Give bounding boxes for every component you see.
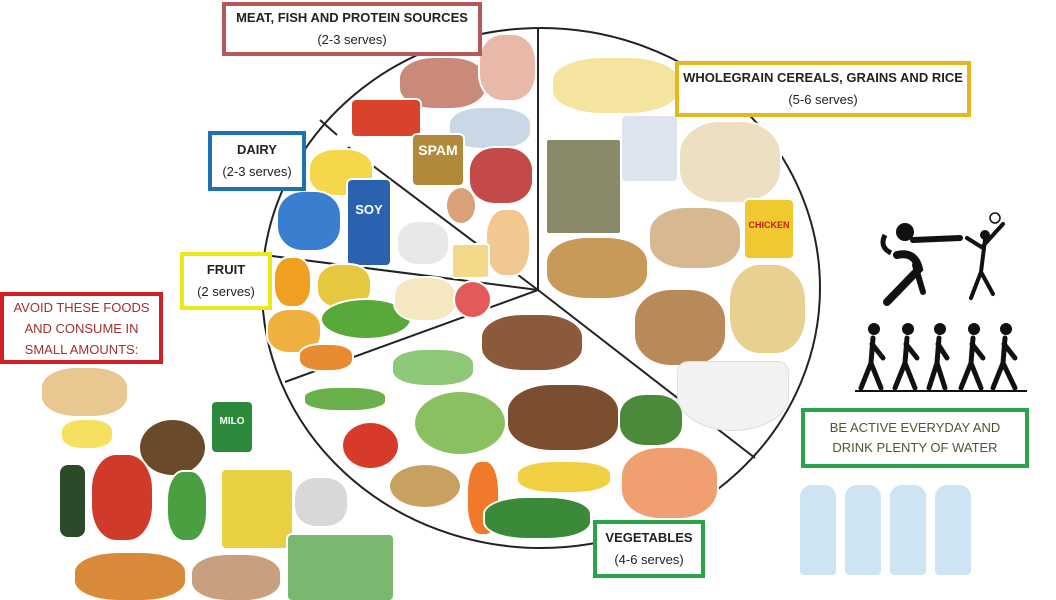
apple-image (455, 282, 490, 317)
grains-serves: (5-6 serves) (788, 92, 858, 107)
papaya-image (300, 345, 352, 370)
vegetables-title: VEGETABLES (605, 530, 693, 545)
coconut-cream-cans-image (288, 535, 393, 600)
taro-image (482, 315, 582, 370)
spinach-image (485, 498, 590, 538)
sugar-image (295, 478, 347, 526)
spam-can-image: SPAM (413, 135, 463, 185)
cake-image (42, 368, 127, 416)
soy-milk-image: SOY (348, 180, 390, 265)
avoid-foods-box: AVOID THESE FOODS AND CONSUME IN SMALL A… (0, 292, 163, 364)
divider-dairy-fruit (271, 255, 539, 291)
brown-sugar-image (192, 555, 280, 600)
vegetables-label-box: VEGETABLES (4-6 serves) (593, 520, 705, 578)
oats-image (680, 122, 780, 202)
butter-image (62, 420, 112, 448)
meat-label-box: MEAT, FISH AND PROTEIN SOURCES (2-3 serv… (222, 2, 482, 56)
instant-noodles-image: CHICKEN (745, 200, 793, 258)
meat-title: MEAT, FISH AND PROTEIN SOURCES (236, 10, 468, 25)
water-bottle (890, 485, 926, 575)
dairy-label-box: DAIRY (2-3 serves) (208, 131, 306, 191)
active-line-1: BE ACTIVE EVERYDAY AND (829, 420, 1001, 435)
spam-label: SPAM (418, 142, 458, 158)
spaghetti-image (553, 58, 678, 113)
avoid-line-3: SMALL AMOUNTS: (24, 341, 139, 357)
rice-bowl-image (678, 362, 788, 430)
meat-serves: (2-3 serves) (317, 32, 387, 47)
soy-label: SOY (355, 202, 383, 217)
coconut-image (140, 420, 205, 475)
vegetables-serves: (4-6 serves) (614, 552, 684, 567)
fruit-serves: (2 serves) (197, 284, 255, 299)
bread-image (650, 208, 740, 268)
fruit-label-box: FRUIT (2 serves) (180, 252, 272, 310)
active-water-box: BE ACTIVE EVERYDAY AND DRINK PLENTY OF W… (801, 408, 1029, 468)
milk-image (278, 192, 340, 250)
sweet-potato-image (622, 448, 717, 518)
egg-noodles-image (730, 265, 805, 353)
dairy-serves: (2-3 serves) (222, 164, 292, 179)
beef-cubes-image (470, 148, 532, 203)
dairy-title: DAIRY (237, 142, 277, 157)
divider-vegetables-grains (537, 289, 756, 459)
fried-dough-image (75, 553, 185, 600)
cheese-slice-image (453, 245, 488, 277)
milo-tin-image: MILO (212, 402, 252, 452)
water-bottle (800, 485, 836, 575)
melon-image (395, 278, 455, 320)
cucumber-image (393, 350, 473, 385)
cabbage-image (415, 392, 505, 454)
potato-image (390, 465, 460, 507)
divider-tick (319, 119, 338, 136)
cassava-image (508, 385, 618, 450)
water-bottle (845, 485, 881, 575)
chicken-breast-image (487, 210, 529, 275)
chicken-image (480, 35, 535, 100)
water-bottle (935, 485, 971, 575)
chicken-label: CHICKEN (748, 220, 790, 230)
grains-label-box: WHOLEGRAIN CEREALS, GRAINS AND RICE (5-6… (675, 61, 971, 117)
fish-fillet-image (450, 108, 530, 148)
fruit-title: FRUIT (206, 262, 246, 277)
yoghurt-image (398, 222, 448, 264)
egg-image (447, 188, 475, 223)
soft-drink-cans-image (92, 455, 152, 540)
juice-bottle-image (168, 472, 206, 540)
water-bottles-image (800, 485, 980, 575)
active-line-2: DRINK PLENTY OF WATER (832, 440, 998, 455)
avoid-line-1: AVOID THESE FOODS (13, 299, 150, 315)
tomato-image (343, 423, 398, 468)
spring-onion-image (305, 388, 385, 410)
cocoa-rice-box-image (547, 140, 620, 233)
noodles-vermicelli-image (547, 238, 647, 298)
sport-figures-icon (880, 212, 1005, 306)
beer-bottle-image (60, 465, 85, 537)
flour-bag-image (622, 116, 677, 181)
avoid-line-2: AND CONSUME IN (24, 320, 139, 336)
juice-image (275, 258, 310, 306)
grains-title: WHOLEGRAIN CEREALS, GRAINS AND RICE (683, 70, 963, 85)
corned-beef-can-image (352, 100, 420, 136)
leafy-greens-image (620, 395, 682, 445)
walking-people-icon (855, 323, 1027, 392)
corn-image (518, 462, 610, 492)
milo-label: MILO (219, 416, 245, 427)
raw-meat-image (400, 58, 485, 108)
cooking-oil-tin-image (222, 470, 292, 548)
brown-rice-image (635, 290, 725, 365)
